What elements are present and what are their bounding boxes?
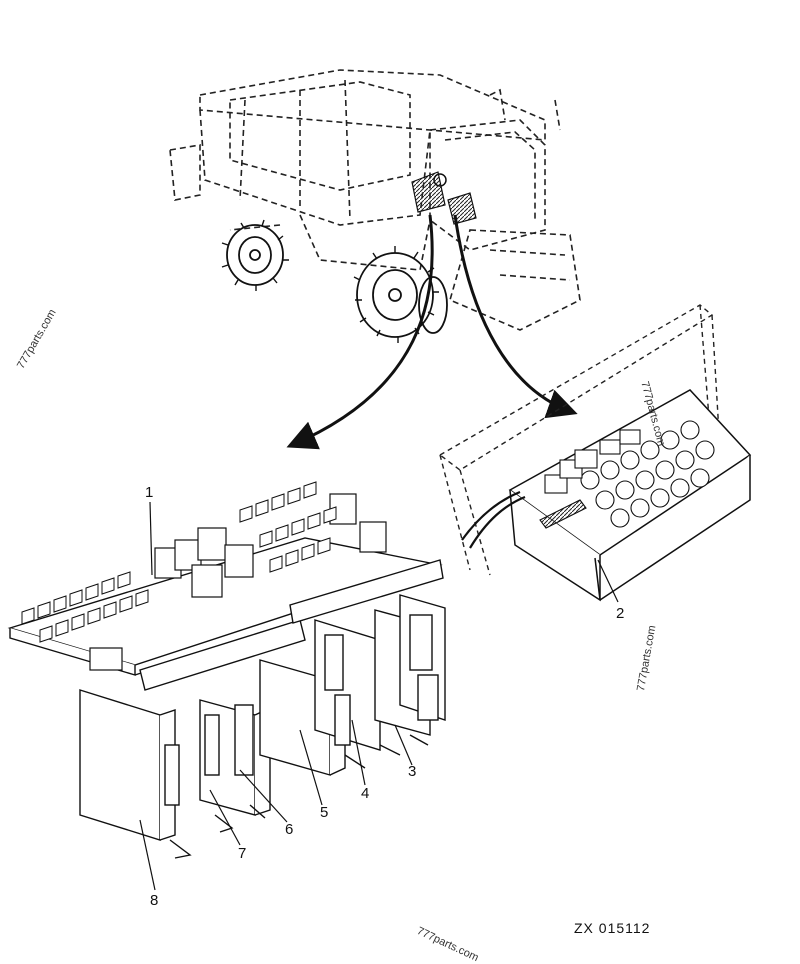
callout-3: 3 (408, 763, 417, 780)
callout-8: 8 (150, 892, 159, 909)
combine-harvester-outline-icon (169, 69, 581, 331)
callout-6: 6 (285, 821, 294, 838)
leader-lines (139, 501, 619, 891)
module-cable (461, 490, 526, 549)
callout-7: 7 (238, 845, 247, 862)
module-location-markers (411, 171, 477, 225)
module-components (539, 420, 715, 529)
pointer-arrow-icon (286, 214, 578, 450)
callout-4: 4 (361, 785, 370, 802)
callout-2: 2 (616, 605, 625, 622)
electronic-circuit-board-icon (7, 537, 446, 859)
board-relays (89, 493, 387, 671)
combine-wheels (226, 224, 448, 338)
board-fuses (21, 481, 337, 643)
callout-1: 1 (145, 484, 154, 501)
wheel-tread (221, 219, 439, 343)
callout-5: 5 (320, 804, 329, 821)
document-id: ZX 015112 (574, 920, 651, 936)
